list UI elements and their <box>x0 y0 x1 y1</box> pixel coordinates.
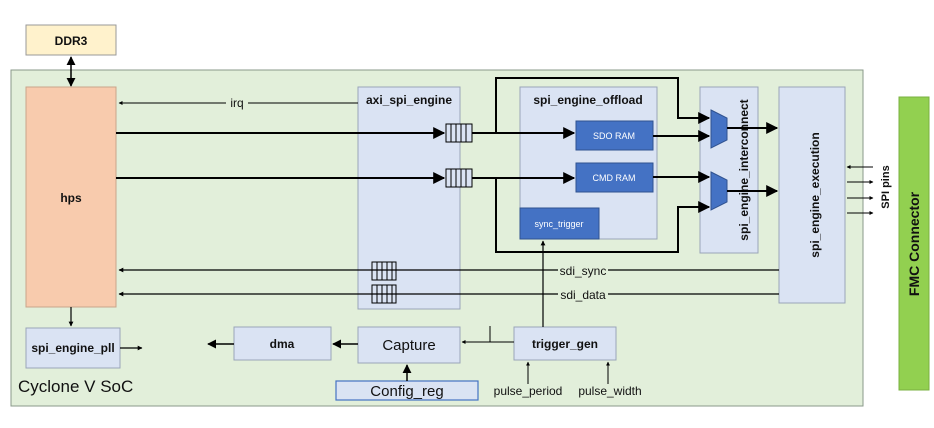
sdi-data-label-bg <box>558 287 608 301</box>
sdi-data-label: sdi_data <box>560 288 606 302</box>
hps-label: hps <box>60 191 82 205</box>
spi-engine-execution-label: spi_engine_execution <box>808 132 822 257</box>
ddr3-label: DDR3 <box>55 34 88 48</box>
trigger-gen-block <box>513 326 617 361</box>
sync-trigger-label: sync_trigger <box>534 219 583 229</box>
spi-engine-interconnect-label: spi_engine_interconnect <box>737 99 751 240</box>
axi-spi-engine-label: axi_spi_engine <box>366 93 452 107</box>
dma-block <box>233 326 332 361</box>
spi-engine-pll-block <box>25 327 121 369</box>
sync-trigger-block <box>519 207 600 240</box>
trigger-gen-label: trigger_gen <box>532 337 598 351</box>
spi-engine-pll-label: spi_engine_pll <box>31 341 114 355</box>
spi-engine-execution-block <box>778 86 846 304</box>
soc-label: Cyclone V SoC <box>18 377 133 396</box>
fifo-cmd-icon <box>445 168 473 188</box>
cmd-ram-label: CMD RAM <box>593 173 636 183</box>
cmd-bypass-path <box>495 178 711 253</box>
capture-label: Capture <box>382 337 435 354</box>
capture-block <box>357 326 461 364</box>
spi-pins-label: SPI pins <box>880 165 892 208</box>
ddr3-block <box>25 24 117 56</box>
fifo-sdi-sync-icon <box>371 261 397 281</box>
fmc-connector-label: FMC Connector <box>906 191 922 296</box>
irq-label: irq <box>230 96 243 110</box>
irq-label-bg <box>226 94 248 108</box>
sdi-sync-label: sdi_sync <box>560 264 607 278</box>
pulse-period-label: pulse_period <box>494 384 563 398</box>
sdo-ram-block <box>575 120 654 151</box>
config-reg-label: Config_reg <box>370 383 443 400</box>
sdi-sync-label-bg <box>558 263 608 277</box>
sdo-bypass-path <box>495 77 711 133</box>
pulse-width-label: pulse_width <box>578 384 641 398</box>
cmd-mux-icon <box>710 171 728 211</box>
sdo-mux-icon <box>710 109 728 149</box>
dma-label: dma <box>270 337 295 351</box>
spi-engine-interconnect-block <box>699 86 759 254</box>
fmc-connector-block <box>898 96 930 391</box>
spi-engine-offload-label: spi_engine_offload <box>533 93 642 107</box>
fifo-sdo-icon <box>445 123 473 143</box>
sdo-ram-label: SDO RAM <box>593 131 635 141</box>
